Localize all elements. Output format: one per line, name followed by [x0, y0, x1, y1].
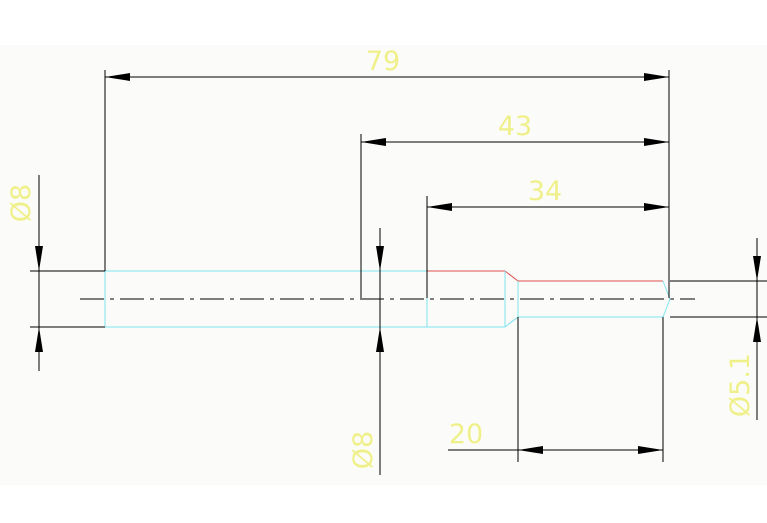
arrow-dia-left-bottom	[35, 327, 43, 352]
arrow-20-left	[518, 446, 543, 454]
dim-79-label: 79	[366, 46, 400, 77]
arrow-dia-mid-top	[376, 246, 384, 271]
arrow-79-right	[644, 73, 669, 81]
chamfer-top	[504, 270, 519, 282]
arrow-dia-right-top	[753, 256, 761, 281]
tip-bottom	[662, 298, 671, 318]
extension-lines	[30, 70, 767, 462]
arrow-dia-left-top	[35, 246, 43, 271]
chamfer-bottom	[504, 316, 519, 328]
dim-dia-mid-label: Ø8	[348, 431, 379, 469]
dim-34-label: 34	[528, 176, 562, 207]
dim-dia-left-label: Ø8	[6, 184, 37, 222]
dim-79: 79	[105, 46, 669, 81]
dim-34: 34	[427, 176, 669, 211]
arrow-34-right	[644, 203, 669, 211]
arrow-20-right	[638, 446, 663, 454]
arrow-43-left	[361, 138, 386, 146]
dim-dia-right-label: Ø5.1	[725, 353, 756, 417]
dim-dia-mid: Ø8	[348, 228, 384, 475]
dim-dia-right: Ø5.1	[725, 238, 761, 420]
arrow-43-right	[644, 138, 669, 146]
dim-20: 20	[448, 419, 663, 454]
arrow-dia-right-bottom	[753, 317, 761, 342]
dim-43: 43	[361, 111, 669, 146]
drawing-area	[0, 45, 767, 485]
dim-43-label: 43	[498, 111, 532, 142]
arrow-dia-mid-bottom	[376, 327, 384, 352]
dim-20-label: 20	[449, 419, 483, 450]
shaft-large-section	[104, 270, 428, 328]
arrow-34-left	[427, 203, 452, 211]
dim-dia-left: Ø8	[6, 175, 43, 371]
arrow-79-left	[105, 73, 130, 81]
